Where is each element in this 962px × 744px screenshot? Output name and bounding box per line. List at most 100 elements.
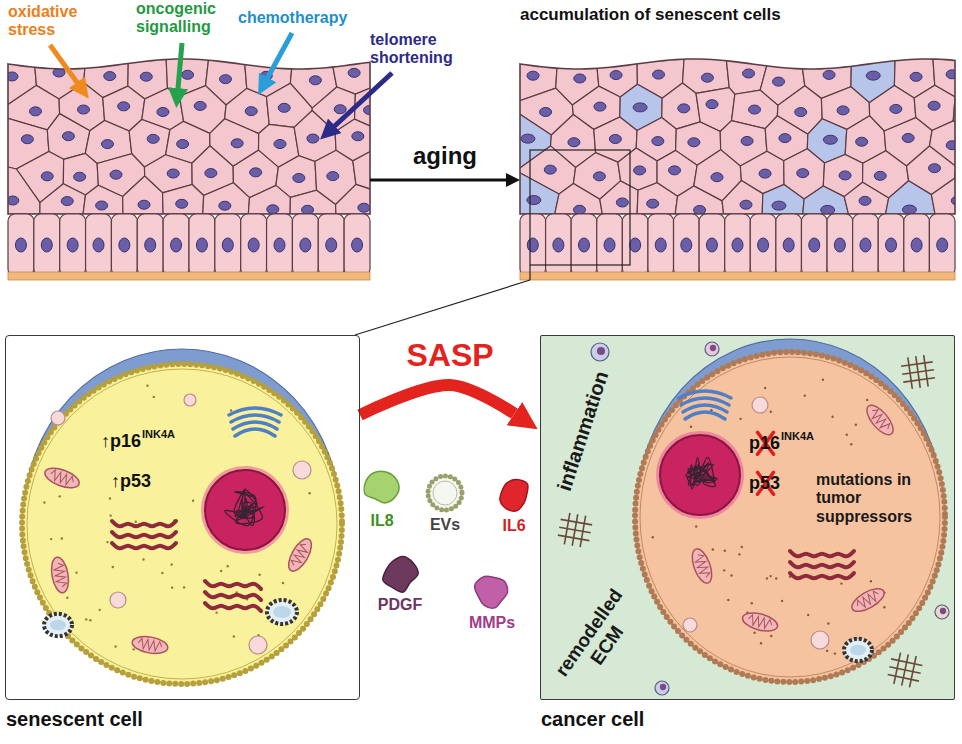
- panel-ground: [5, 335, 360, 700]
- cell-nucleus: [61, 197, 73, 206]
- ribosome-dot: [230, 409, 232, 411]
- ribosome-dot: [50, 538, 52, 540]
- cell-nucleus: [274, 238, 285, 252]
- ribosome-dot: [769, 575, 771, 577]
- mitochondrion: [741, 610, 780, 635]
- cell-nucleus: [358, 203, 370, 212]
- immune-nucleus: [660, 684, 666, 690]
- basal-cell: [318, 214, 344, 276]
- vacuole-core: [850, 645, 866, 655]
- cell-nucleus: [348, 68, 360, 77]
- cell-nucleus: [886, 238, 897, 252]
- cell-nucleus: [205, 169, 217, 178]
- cell-nucleus: [250, 168, 262, 177]
- ribosome-dot: [85, 618, 87, 620]
- region-label: remodelled ECM: [549, 581, 648, 696]
- mitochondrion: [131, 634, 169, 656]
- cell-nucleus: [910, 72, 922, 81]
- cell-nucleus: [326, 238, 337, 252]
- basal-cell: [725, 214, 751, 276]
- ribosome-dot: [760, 642, 762, 644]
- ribosome-dot: [652, 536, 654, 538]
- cell-nucleus: [809, 238, 820, 252]
- cell-nucleus: [740, 200, 752, 209]
- ribosome-dot: [171, 586, 173, 588]
- vesicle: [811, 631, 829, 649]
- ribosome-dot: [171, 563, 173, 565]
- marker-label: ↑p16: [101, 431, 141, 452]
- immune-cell: [591, 343, 609, 361]
- epithelial-cell: [931, 178, 957, 214]
- vesicle: [184, 394, 196, 406]
- vesicle: [249, 636, 267, 654]
- ribosome-dot: [826, 650, 828, 652]
- golgi-apparatus: [235, 429, 275, 436]
- cell-nucleus: [177, 139, 189, 148]
- cristae: [693, 553, 711, 579]
- basal-cell: [86, 214, 112, 276]
- basement-membrane: [8, 272, 370, 280]
- epithelial-cell: [47, 114, 90, 160]
- ribosome-dot: [834, 652, 836, 654]
- cristae: [855, 590, 881, 611]
- cell-nucleus: [610, 71, 622, 80]
- basal-cell: [8, 214, 34, 276]
- tissue-outline: [520, 59, 955, 214]
- basal-cell: [801, 214, 827, 276]
- cell-nucleus: [521, 134, 535, 143]
- cell-nucleus: [839, 171, 851, 180]
- cell-nucleus: [633, 103, 647, 112]
- ribosome-dot: [846, 434, 848, 436]
- immune-cell: [705, 342, 719, 356]
- immune-nucleus: [940, 608, 946, 614]
- cell-nucleus: [145, 238, 156, 252]
- epithelial-cell: [6, 167, 40, 214]
- cell-nucleus: [779, 134, 791, 143]
- marker-label: p53: [749, 473, 780, 494]
- ribosome-dot: [59, 495, 61, 497]
- senescent-cell: [518, 172, 559, 214]
- basal-cell: [344, 214, 370, 276]
- epithelium-tissue: [6, 51, 382, 280]
- epithelial-cell: [336, 184, 372, 214]
- ribosome-dot: [61, 537, 63, 539]
- basal-cell: [215, 214, 241, 276]
- factor-label: IL8: [370, 512, 393, 530]
- cell-nucleus: [74, 172, 86, 181]
- vesicle: [752, 397, 768, 413]
- cristae: [290, 542, 311, 568]
- basal-cell: [546, 214, 572, 276]
- factor-label: EVs: [430, 516, 460, 534]
- cristae: [747, 614, 773, 630]
- panel-caption: cancer cell: [541, 708, 644, 731]
- epithelial-cell: [555, 183, 603, 214]
- basement-membrane: [520, 272, 955, 280]
- vesicle: [51, 411, 65, 425]
- ecm-fibre: [924, 355, 928, 387]
- immune-cell: [655, 681, 669, 695]
- endoplasmic-reticulum: [205, 581, 261, 589]
- marker-label: p16: [749, 433, 780, 454]
- ribosome-dot: [870, 580, 872, 582]
- cell-nucleus: [553, 238, 564, 252]
- cell-nucleus: [594, 102, 606, 111]
- extracellular-vesicle: [428, 476, 462, 510]
- stress-label: chemotherapy: [238, 9, 347, 27]
- cell-nucleus: [119, 238, 130, 252]
- endoplasmic-reticulum: [112, 543, 176, 548]
- cancer-cell-body: [635, 339, 945, 682]
- cell-nucleus: [743, 69, 755, 78]
- ribosome-dot: [109, 497, 111, 499]
- ecm-fibre: [572, 514, 578, 546]
- panel-caption: senescent cell: [6, 708, 143, 731]
- epithelial-cell: [163, 185, 204, 214]
- ribosome-dot: [142, 558, 144, 560]
- ribosome-dot: [89, 619, 91, 621]
- stress-arrow: [326, 73, 392, 134]
- ribosome-dot: [831, 416, 833, 418]
- tissue-panel: oxidative stressoncogenic signallingchem…: [8, 55, 370, 280]
- epithelial-cell: [123, 176, 163, 214]
- ribosome-dot: [135, 520, 137, 522]
- ribosome-dot: [770, 635, 772, 637]
